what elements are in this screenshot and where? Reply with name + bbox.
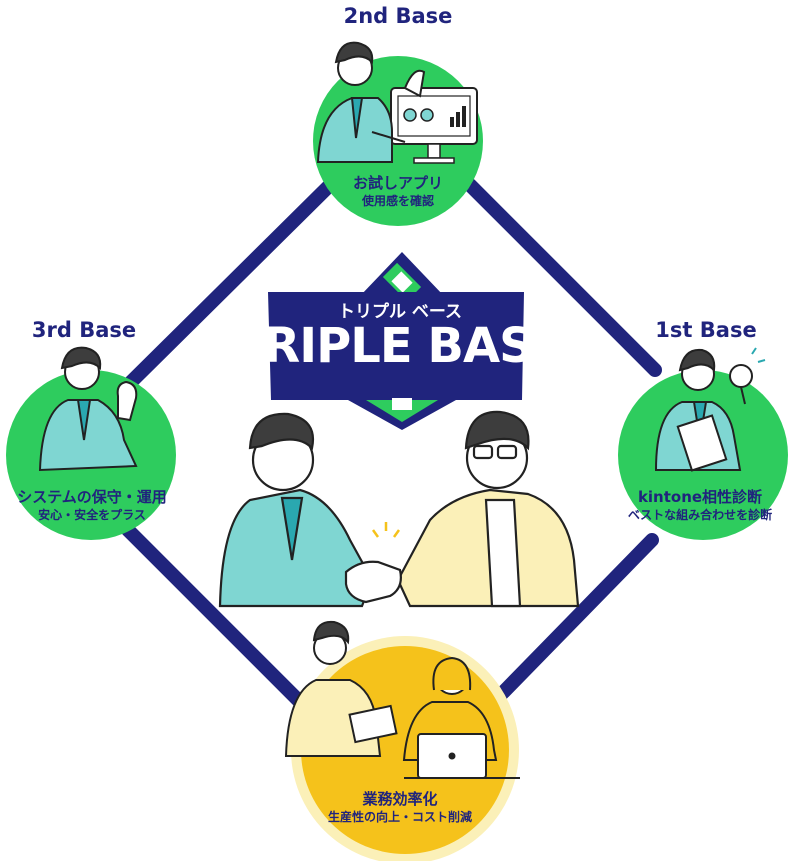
third-base-title: システムの保守・運用 xyxy=(17,488,167,507)
logo-title: TRIPLE BASE xyxy=(232,318,565,374)
third-base-text: システムの保守・運用 安心・安全をプラス xyxy=(17,488,167,524)
first-base-title: kintone相性診断 xyxy=(628,488,772,507)
second-base-text: お試しアプリ 使用感を確認 xyxy=(353,174,443,210)
first-base-text: kintone相性診断 ベストな組み合わせを診断 xyxy=(628,488,772,524)
second-base-subtitle: 使用感を確認 xyxy=(353,193,443,210)
second-base-label: 2nd Base xyxy=(344,4,453,28)
home-base-text: 業務効率化 生産性の向上・コスト削減 xyxy=(328,790,472,826)
third-base-subtitle: 安心・安全をプラス xyxy=(17,507,167,524)
third-base-label: 3rd Base xyxy=(32,318,136,342)
first-base-label: 1st Base xyxy=(655,318,756,342)
sparkle-icon xyxy=(752,348,765,362)
first-base-subtitle: ベストな組み合わせを診断 xyxy=(628,507,772,524)
home-base-title: 業務効率化 xyxy=(328,790,472,809)
spark-lines-icon xyxy=(373,522,399,537)
handshake-hands xyxy=(346,562,401,602)
second-base-title: お試しアプリ xyxy=(353,174,443,193)
home-base-subtitle: 生産性の向上・コスト削減 xyxy=(328,809,472,826)
handshake-illustration xyxy=(220,412,578,606)
